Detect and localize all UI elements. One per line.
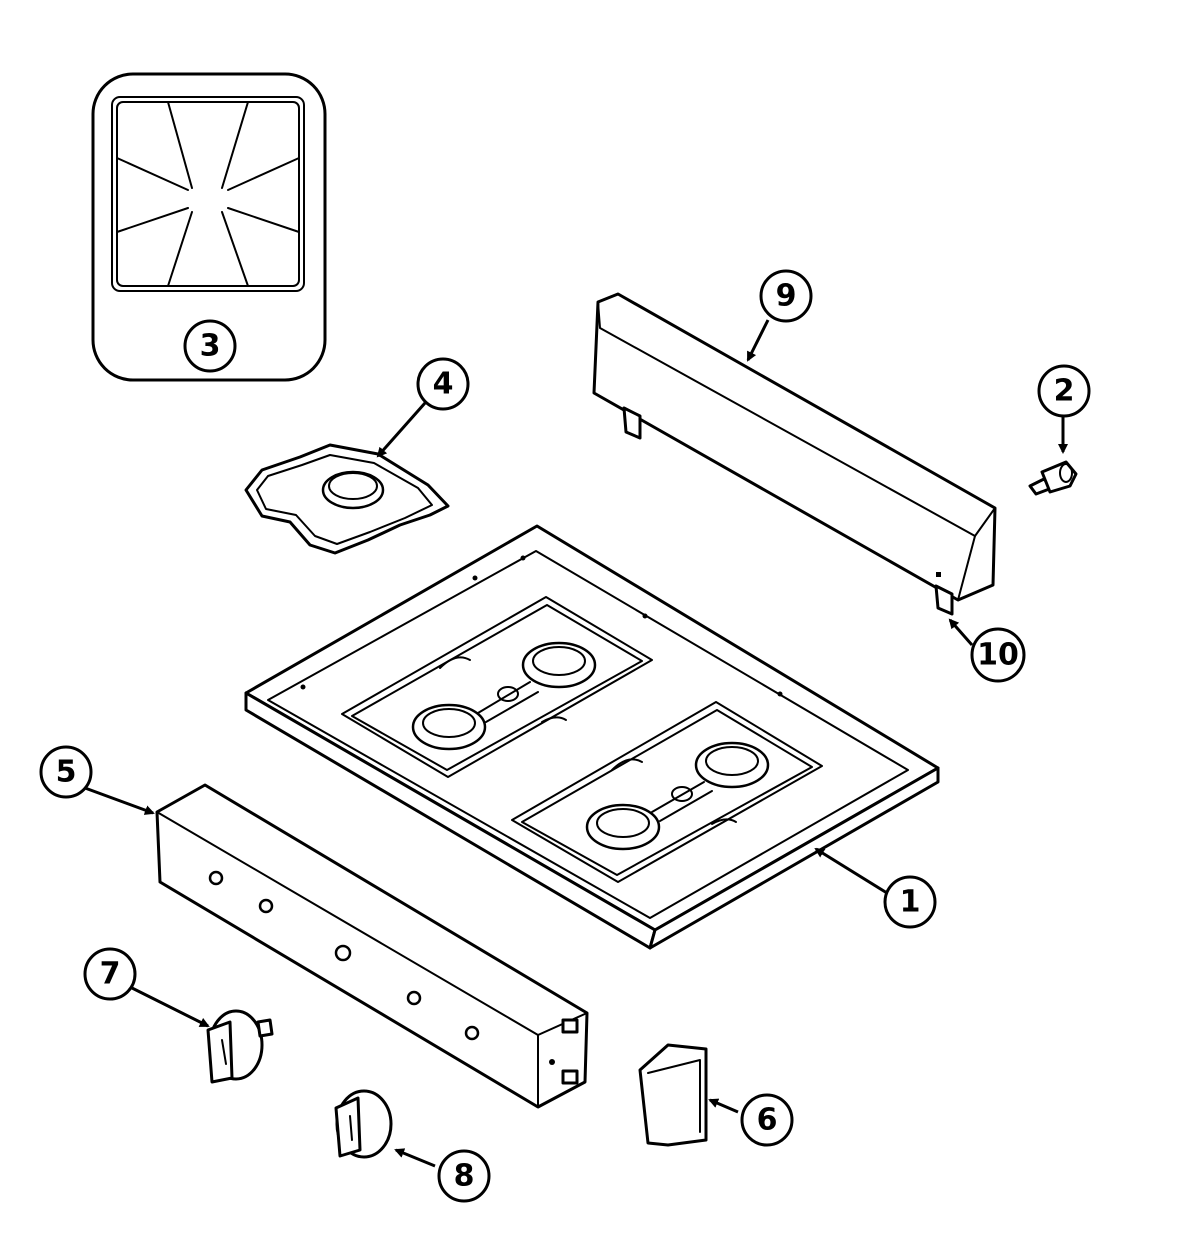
knob-8-part bbox=[334, 1089, 393, 1159]
leader-5 bbox=[84, 786, 155, 815]
knob-7-part bbox=[206, 1009, 274, 1084]
backguard-part bbox=[592, 292, 997, 616]
callout-6-label: 6 bbox=[757, 1103, 778, 1138]
leader-10 bbox=[948, 618, 974, 646]
callout-9: 9 bbox=[759, 269, 813, 323]
callout-9-label: 9 bbox=[776, 279, 797, 314]
callout-7: 7 bbox=[83, 947, 137, 1001]
callout-4: 4 bbox=[416, 357, 470, 411]
leader-9 bbox=[746, 319, 770, 362]
drip-pan-part bbox=[244, 443, 450, 555]
control-panel-part bbox=[155, 783, 589, 1109]
leader-4 bbox=[376, 402, 427, 458]
callout-5: 5 bbox=[39, 745, 93, 799]
callout-7-label: 7 bbox=[100, 957, 121, 992]
burner-grate-part bbox=[91, 72, 327, 382]
leader-8 bbox=[394, 1148, 436, 1168]
callout-8: 8 bbox=[437, 1149, 491, 1203]
leader-7 bbox=[131, 986, 210, 1028]
leader-1 bbox=[814, 847, 888, 895]
callout-4-label: 4 bbox=[433, 367, 454, 402]
callout-2-label: 2 bbox=[1054, 374, 1075, 409]
callout-3: 3 bbox=[183, 319, 237, 373]
callout-5-label: 5 bbox=[56, 755, 77, 790]
callout-1: 1 bbox=[883, 875, 937, 929]
callout-2: 2 bbox=[1037, 364, 1091, 418]
callout-6: 6 bbox=[740, 1093, 794, 1147]
callout-10: 10 bbox=[970, 627, 1026, 683]
callout-10-label: 10 bbox=[977, 638, 1019, 673]
cooktop-part bbox=[244, 524, 940, 950]
leader-6 bbox=[708, 1098, 739, 1114]
callout-8-label: 8 bbox=[454, 1159, 475, 1194]
pin-part bbox=[1028, 460, 1078, 496]
callout-3-label: 3 bbox=[200, 329, 221, 364]
callout-1-label: 1 bbox=[900, 885, 921, 920]
block-part bbox=[638, 1043, 708, 1147]
